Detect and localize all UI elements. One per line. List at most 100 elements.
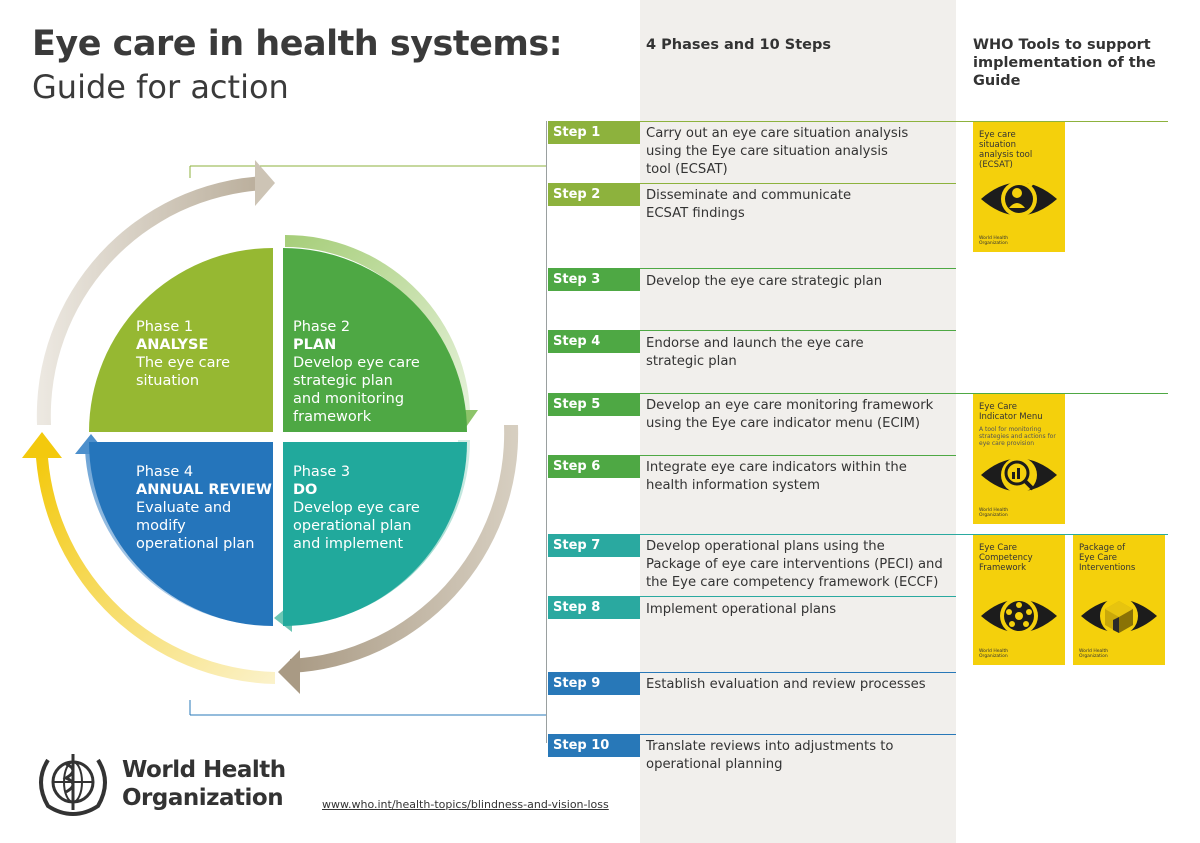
tool-ecsat-title-line1: Eye care	[979, 130, 1016, 140]
step6-line1: Integrate eye care indicators within the	[646, 460, 907, 475]
arrow-green	[285, 234, 470, 410]
phase3-number: Phase 3	[293, 464, 351, 480]
separator-step6	[548, 455, 956, 456]
separator-step2	[548, 183, 956, 184]
connector-lines	[189, 165, 546, 716]
step5-desc: Develop an eye care monitoring framework…	[646, 397, 956, 433]
step7-line2: Package of eye care interventions (PECI)…	[646, 557, 943, 572]
step8-label: Step 8	[548, 597, 640, 619]
tool-ecim-who-line2: Organization	[979, 513, 1008, 518]
phase2-desc-line1: Develop eye care	[293, 355, 420, 371]
tool-peci-title-line3: Interventions	[1079, 563, 1136, 573]
phase4-desc-line3: operational plan	[136, 536, 255, 552]
tool-ecim-who-logo: World Health Organization	[979, 508, 1008, 518]
phase3-desc-line2: operational plan	[293, 518, 412, 534]
tool-peci-who-line1: World Health	[1079, 649, 1109, 654]
magnifier-person-eye-icon	[981, 174, 1057, 217]
tool-peci-title-line1: Package of	[1079, 543, 1126, 553]
phase4-number: Phase 4	[136, 464, 194, 480]
cube-eye-icon	[1081, 597, 1157, 635]
tool-peci-who-line2: Organization	[1079, 654, 1108, 659]
step6-line2: health information system	[646, 478, 820, 493]
steps-bracket-line	[546, 121, 547, 743]
ring-arrow-bottom	[278, 650, 300, 694]
tool-eccf-title: Eye Care Competency Framework	[979, 543, 1033, 573]
ring-arrow-left	[22, 432, 62, 458]
tool-ecim-title-line1: Eye Care	[979, 402, 1018, 412]
step9-line1: Establish evaluation and review processe…	[646, 677, 926, 692]
competency-circle-eye-icon	[981, 597, 1057, 635]
step2-label: Step 2	[548, 184, 640, 206]
step9-label: Step 9	[548, 673, 640, 695]
step4-line2: strategic plan	[646, 354, 737, 369]
ring-yellow-left	[36, 458, 275, 684]
ring-arrow-top	[255, 160, 275, 206]
step4-line1: Endorse and launch the eye care	[646, 336, 864, 351]
phase4-quadrant	[89, 442, 273, 626]
tool-ecim-title: Eye Care Indicator Menu	[979, 402, 1043, 422]
separator-step4	[548, 330, 956, 331]
step1-line3: tool (ECSAT)	[646, 162, 728, 177]
magnifier-chart-eye-icon	[981, 457, 1057, 493]
phase2-number: Phase 2	[293, 319, 351, 335]
step10-desc: Translate reviews into adjustments to op…	[646, 738, 956, 774]
step8-desc: Implement operational plans	[646, 601, 956, 619]
step10-label: Step 10	[548, 735, 640, 757]
website-link[interactable]: www.who.int/health-topics/blindness-and-…	[322, 798, 609, 811]
tool-peci: Package of Eye Care Interventions World …	[1073, 535, 1165, 665]
step4-label: Step 4	[548, 331, 640, 353]
phase1-desc-line1: The eye care	[136, 355, 231, 371]
step7-desc: Develop operational plans using the Pack…	[646, 538, 956, 592]
tool-ecsat-who-line1: World Health	[979, 236, 1009, 241]
page-subtitle: Guide for action	[32, 68, 289, 106]
phase4-name: ANNUAL REVIEW	[136, 482, 272, 498]
step8-line1: Implement operational plans	[646, 602, 837, 617]
phase2-text: Phase 2 PLAN Develop eye care strategic …	[293, 318, 420, 426]
steps-column-background	[640, 0, 956, 843]
step10-line1: Translate reviews into adjustments to	[646, 739, 894, 754]
step2-desc: Disseminate and communicate ECSAT findin…	[646, 187, 956, 223]
tool-ecsat: Eye care situation analysis tool (ECSAT)…	[973, 122, 1065, 252]
step2-line2: ECSAT findings	[646, 206, 745, 221]
column-header-steps: 4 Phases and 10 Steps	[646, 37, 831, 53]
tool-eccf-who-line1: World Health	[979, 649, 1009, 654]
step3-desc: Develop the eye care strategic plan	[646, 273, 956, 291]
tool-ecsat-who-line2: Organization	[979, 241, 1008, 246]
ring-brown-bottom	[290, 425, 519, 673]
separator-step10	[548, 734, 956, 735]
tool-ecsat-who-logo: World Health Organization	[979, 236, 1008, 246]
step9-desc: Establish evaluation and review processe…	[646, 676, 956, 694]
tool-eccf-title-line3: Framework	[979, 563, 1027, 573]
phase1-number: Phase 1	[136, 319, 194, 335]
phase3-desc-line1: Develop eye care	[293, 500, 420, 516]
step1-label: Step 1	[548, 122, 640, 144]
phase1-desc-line2: situation	[136, 373, 200, 389]
step4-desc: Endorse and launch the eye care strategi…	[646, 335, 956, 371]
tool-eccf-title-line1: Eye Care	[979, 543, 1018, 553]
step5-line1: Develop an eye care monitoring framework	[646, 398, 934, 413]
tool-peci-who-logo: World Health Organization	[1079, 649, 1108, 659]
phase2-name: PLAN	[293, 337, 337, 353]
step1-line2: using the Eye care situation analysis	[646, 144, 888, 159]
separator-step3	[548, 268, 956, 269]
step10-line2: operational planning	[646, 757, 783, 772]
tool-eccf-who-line2: Organization	[979, 654, 1008, 659]
phase3-name: DO	[293, 482, 318, 498]
tool-eccf: Eye Care Competency Framework World Heal…	[973, 535, 1065, 665]
phase2-desc-line2: strategic plan	[293, 373, 393, 389]
separator-step5	[548, 393, 1168, 394]
phase-cycle-diagram	[22, 160, 546, 716]
tool-ecim-who-line1: World Health	[979, 508, 1009, 513]
phase4-desc-line1: Evaluate and	[136, 500, 232, 516]
step5-line2: using the Eye care indicator menu (ECIM)	[646, 416, 921, 431]
phase2-desc-line4: framework	[293, 409, 372, 425]
phase3-quadrant	[283, 442, 467, 626]
separator-step9	[548, 672, 956, 673]
page-title: Eye care in health systems:	[32, 24, 563, 64]
ring-beige-top	[36, 176, 265, 425]
phase4-desc-line2: modify	[136, 518, 186, 534]
who-emblem-icon	[39, 754, 107, 816]
phase3-desc-line3: and implement	[293, 536, 404, 552]
tool-eccf-title-line2: Competency	[979, 553, 1033, 563]
tool-ecsat-subtitle: (ECSAT)	[979, 160, 1013, 170]
